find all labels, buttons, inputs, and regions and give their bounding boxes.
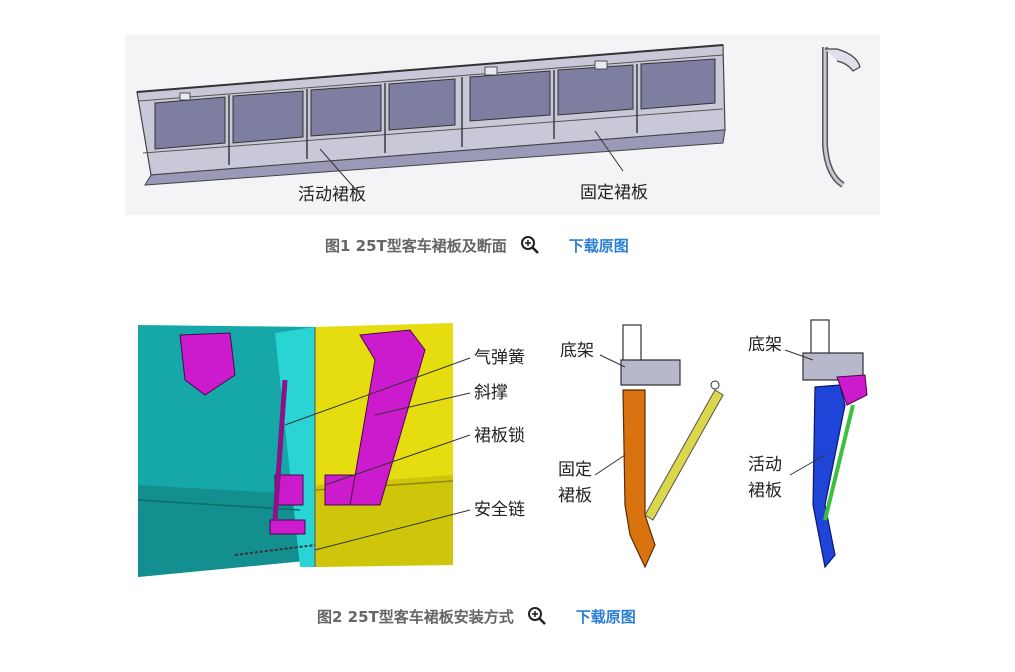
gas-spring-label: 气弹簧 [474, 348, 525, 368]
movable-skirt-label-line1: 活动 [748, 455, 782, 475]
underframe-label-middle: 底架 [560, 341, 594, 361]
figure-2-caption-row: 图2 25T型客车裙板安装方式 下载原图 [317, 605, 636, 627]
figure-1-fixed-skirt-label: 固定裙板 [580, 183, 648, 203]
skirt-lock-label: 裙板锁 [474, 426, 525, 446]
figure-2-download-link[interactable]: 下载原图 [575, 607, 636, 626]
figure-2-image [125, 305, 885, 590]
magnifier-plus-icon[interactable] [526, 605, 550, 627]
fixed-skirt-label-line1: 固定 [558, 460, 592, 480]
figure-1-image [125, 35, 880, 215]
brace-label: 斜撑 [474, 383, 508, 403]
fixed-skirt-label-line2: 裙板 [558, 486, 592, 506]
underframe-label-right: 底架 [748, 335, 782, 355]
figure-2-caption: 图2 25T型客车裙板安装方式 [317, 607, 514, 626]
figure-1-caption: 图1 25T型客车裙板及断面 [325, 236, 507, 255]
safety-chain-label: 安全链 [474, 500, 525, 520]
figure-1-movable-skirt-label: 活动裙板 [298, 185, 366, 205]
figure-1-download-link[interactable]: 下载原图 [568, 236, 629, 255]
movable-skirt-label-line2: 裙板 [748, 481, 782, 501]
magnifier-plus-icon[interactable] [519, 234, 543, 256]
figure-1-caption-row: 图1 25T型客车裙板及断面 下载原图 [325, 234, 629, 256]
